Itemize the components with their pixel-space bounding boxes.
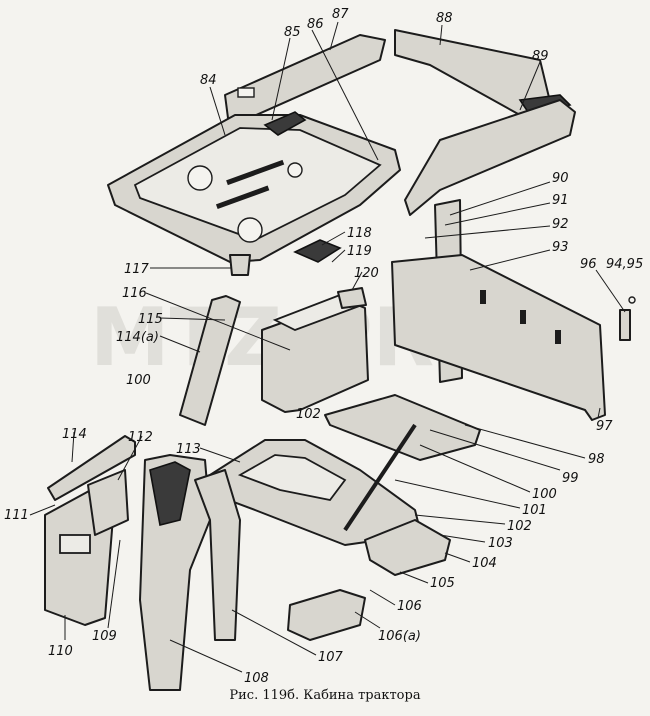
label-108: 108 — [244, 671, 269, 686]
part-106a-mat — [287, 589, 366, 641]
label-94-95: 94,95 — [606, 257, 643, 272]
label-85: 85 — [284, 25, 301, 40]
label-92: 92 — [552, 217, 569, 232]
part-96-hinge — [619, 296, 636, 341]
part-84-floor-frame — [107, 111, 401, 276]
label-90: 90 — [552, 171, 569, 186]
label-119: 119 — [347, 244, 372, 259]
label-101: 101 — [522, 503, 547, 518]
label-102-right: 102 — [507, 519, 532, 534]
part-109-hinge — [87, 469, 129, 536]
label-118: 118 — [347, 226, 372, 241]
part-104-plate — [364, 519, 451, 576]
part-87-roof-bar — [224, 34, 386, 121]
label-115: 115 — [138, 312, 163, 327]
part-108-lower-panel — [139, 454, 211, 691]
label-99: 99 — [562, 471, 579, 486]
label-100-left: 100 — [126, 373, 151, 388]
label-86: 86 — [307, 17, 324, 32]
label-114: 114 — [62, 427, 87, 442]
part-labels: 84 85 86 87 88 89 90 91 92 93 96 94,95 9… — [4, 7, 643, 686]
label-109: 109 — [92, 629, 117, 644]
label-84: 84 — [200, 73, 217, 88]
label-120: 120 — [354, 266, 379, 281]
label-98: 98 — [588, 452, 605, 467]
label-112: 112 — [128, 430, 153, 445]
label-105: 105 — [430, 576, 455, 591]
label-89: 89 — [532, 49, 549, 64]
label-97: 97 — [596, 419, 613, 434]
label-117: 117 — [124, 262, 150, 277]
part-116-cover-box — [261, 287, 369, 413]
part-93-side-panel — [391, 254, 606, 421]
label-96: 96 — [580, 257, 597, 272]
label-106: 106 — [397, 599, 422, 614]
part-118-pedal — [293, 239, 342, 263]
label-104: 104 — [472, 556, 497, 571]
label-93: 93 — [552, 240, 569, 255]
label-114a: 114(а) — [116, 330, 159, 345]
label-110: 110 — [48, 644, 73, 659]
label-111: 111 — [4, 508, 29, 523]
figure-caption: Рис. 119б. Кабина трактора — [229, 688, 421, 703]
label-113: 113 — [176, 442, 201, 457]
part-89-side-rail — [404, 99, 576, 216]
label-116: 116 — [122, 286, 147, 301]
label-88: 88 — [436, 11, 453, 26]
label-106a: 106(а) — [378, 629, 421, 644]
part-107-bracket — [194, 469, 241, 641]
label-103: 103 — [488, 536, 513, 551]
label-100-right: 100 — [532, 487, 557, 502]
part-88-rear-panel — [394, 29, 572, 116]
label-107: 107 — [318, 650, 344, 665]
leader-lines — [29, 21, 626, 673]
label-102-left: 102 — [296, 407, 321, 422]
label-91: 91 — [552, 193, 569, 208]
label-87: 87 — [332, 7, 349, 22]
part-98-floor-plate — [324, 394, 481, 461]
